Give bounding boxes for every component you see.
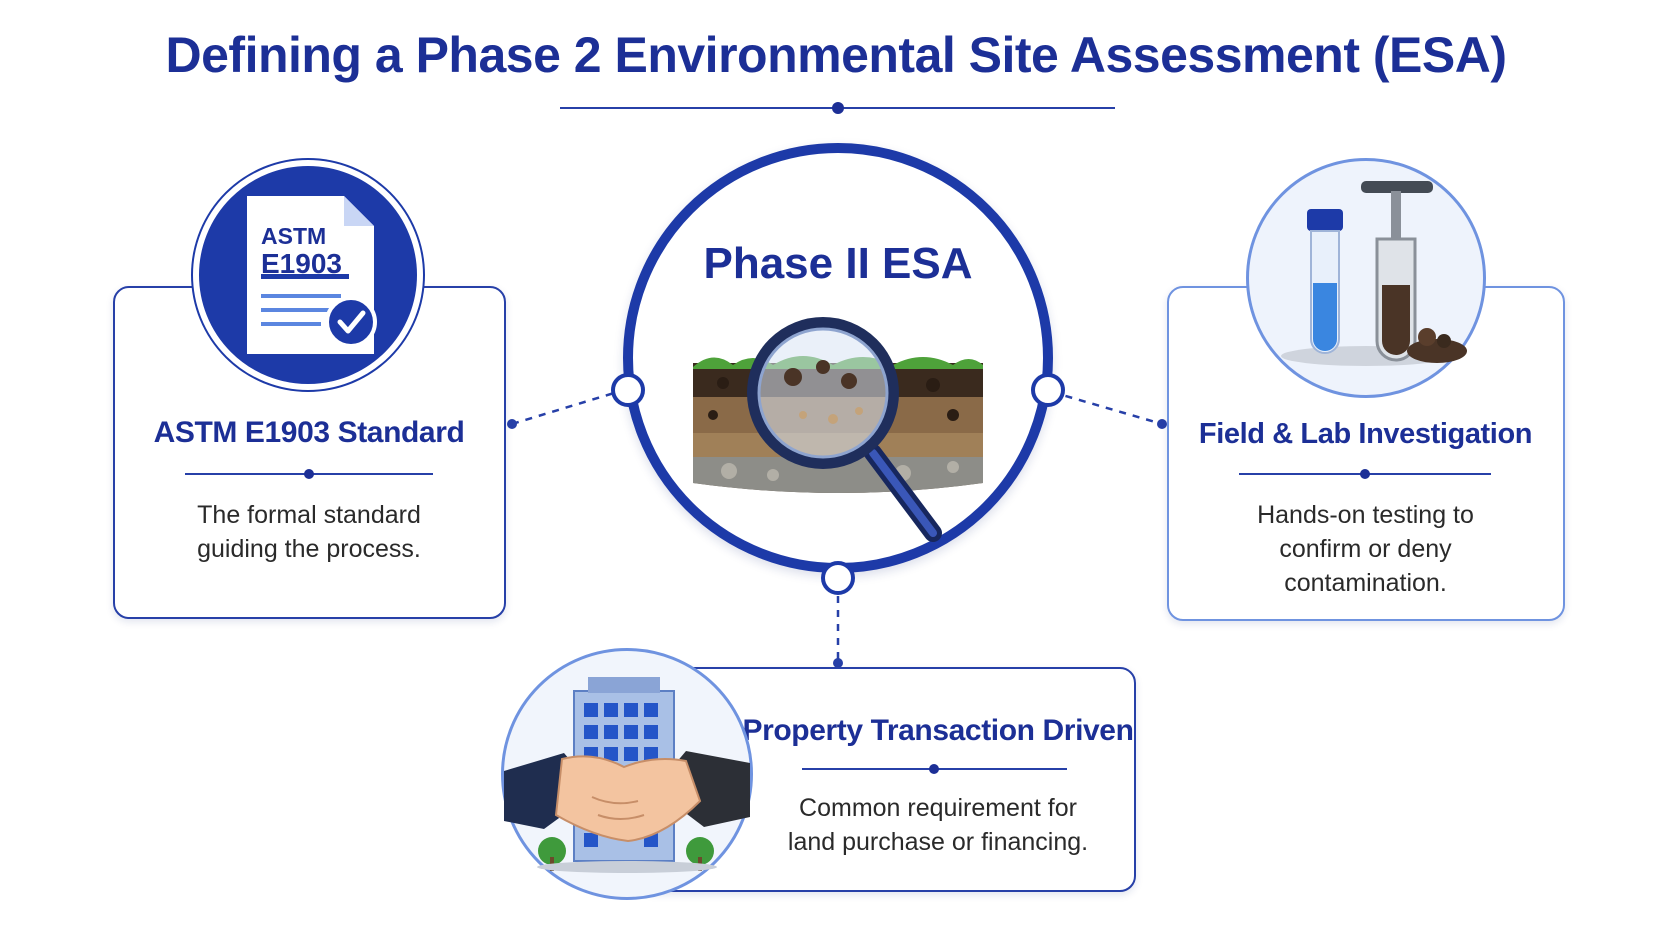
document-graphic xyxy=(247,196,377,354)
standard-description: The formal standard guiding the process. xyxy=(115,498,503,566)
test-tube-soil-sampler-icon xyxy=(1246,158,1486,398)
handshake-building-icon xyxy=(501,648,753,900)
transaction-desc-line: Common requirement for xyxy=(799,794,1077,822)
phase-ii-esa-hub: Phase II ESA xyxy=(623,143,1053,573)
standard-divider xyxy=(185,469,433,479)
document-line-2: E1903 xyxy=(261,248,342,279)
soil-magnifier-icon xyxy=(693,317,983,542)
investigation-desc-line: contamination. xyxy=(1284,569,1447,597)
handshake-graphic xyxy=(504,677,750,873)
transaction-desc-line: land purchase or financing. xyxy=(787,828,1089,856)
document-label: ASTM E1903 xyxy=(261,224,342,280)
investigation-title: Field & Lab Investigation xyxy=(1198,418,1533,450)
page-title: Defining a Phase 2 Environmental Site As… xyxy=(165,27,1508,83)
astm-document-icon: ASTM E1903 xyxy=(193,160,423,390)
transaction-title: Property Transaction Driven xyxy=(742,714,1134,747)
transaction-description: Common requirement for land purchase or … xyxy=(738,791,1138,859)
lab-graphic xyxy=(1281,181,1467,366)
investigation-divider xyxy=(1239,469,1491,479)
investigation-description: Hands-on testing to confirm or deny cont… xyxy=(1169,498,1562,600)
document-line-1: ASTM xyxy=(261,223,327,249)
investigation-desc-line: Hands-on testing to xyxy=(1257,501,1474,529)
standard-title: ASTM E1903 Standard xyxy=(153,416,465,449)
transaction-divider xyxy=(802,764,1067,774)
center-label: Phase II ESA xyxy=(703,239,973,288)
investigation-desc-line: confirm or deny xyxy=(1279,535,1452,563)
standard-desc-line: The formal standard xyxy=(197,501,421,529)
standard-desc-line: guiding the process. xyxy=(197,535,421,563)
